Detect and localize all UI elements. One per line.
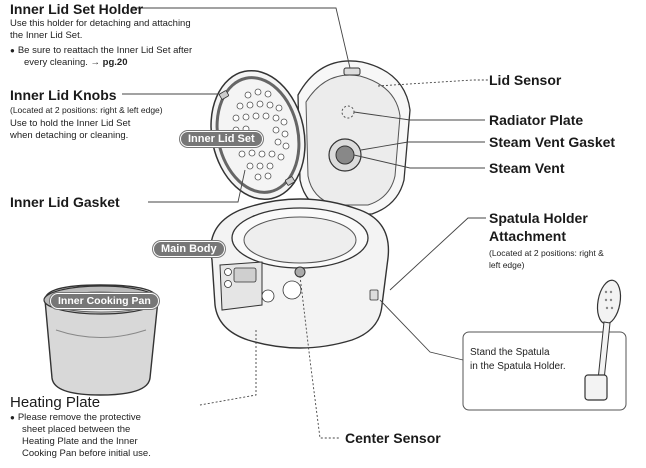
inner-lid-knobs-note: (Located at 2 positions: right & left ed… (10, 105, 163, 115)
heating-line-4: Cooking Pan before initial use. (22, 448, 151, 459)
heating-plate-desc: Please remove the protective sheet place… (10, 412, 151, 460)
spatula-holder-attachment-title-1: Spatula Holder (489, 210, 588, 226)
knobs-line-2: when detaching or cleaning. (10, 130, 129, 141)
heating-plate-title: Heating Plate (10, 394, 101, 411)
spatula (584, 279, 622, 401)
spatula-holder-attachment-note: (Located at 2 positions: right & left ed… (489, 247, 604, 271)
inner-lid-gasket-title: Inner Lid Gasket (10, 194, 120, 210)
display-screen (233, 267, 257, 283)
main-body-tag: Main Body (153, 241, 225, 257)
radiator-plate-label: Radiator Plate (489, 112, 584, 128)
heating-line-2: sheet placed between the (22, 424, 131, 435)
inner-lid-set-tag: Inner Lid Set (180, 131, 263, 147)
spatula-instruction-1: Stand the Spatula (470, 347, 550, 358)
inner-lid-knob-right (285, 176, 295, 186)
inner-lid-knobs-desc: Use to hold the Inner Lid Set when detac… (10, 118, 130, 142)
inner-lid-set-holder-title: Inner Lid Set Holder (10, 1, 144, 17)
steam-vent-label: Steam Vent (489, 160, 565, 176)
knobs-line-1: Use to hold the Inner Lid Set (10, 118, 131, 129)
lid-set-holder-knob (343, 67, 361, 76)
heating-bullet-1: Please remove the protective (10, 412, 151, 424)
spatula-note-2: left edge) (489, 260, 525, 270)
lid-sensor-label: Lid Sensor (489, 72, 562, 88)
holder-bullet-2: every cleaning. (24, 57, 88, 68)
spatula-note-1: (Located at 2 positions: right & (489, 248, 604, 258)
panel-button (282, 280, 302, 300)
panel-button (261, 289, 275, 303)
page-ref-link[interactable]: → pg.20 (90, 57, 128, 68)
callout-lines (122, 7, 488, 439)
inner-cooking-pan-tag: Inner Cooking Pan (50, 293, 159, 309)
spatula-holder-attachment-part (369, 289, 379, 301)
panel-button (224, 280, 232, 288)
steam-vent (335, 145, 355, 165)
panel-button (224, 268, 232, 276)
holder-line-1: Use this holder for detaching and attach… (10, 18, 191, 29)
inner-lid-set-holder-desc: Use this holder for detaching and attach… (10, 18, 192, 69)
holder-line-2: the Inner Lid Set. (10, 30, 83, 41)
heating-line-3: Heating Plate and the Inner (22, 436, 138, 447)
center-sensor (294, 266, 306, 278)
spatula-instruction-2: in the Spatula Holder. (470, 361, 566, 372)
steam-vent-gasket-label: Steam Vent Gasket (489, 134, 616, 150)
spatula-holder-attachment-title-2: Attachment (489, 228, 567, 244)
inner-lid-knob-left (219, 90, 229, 100)
holder-bullet-line-2: every cleaning. → pg.20 (10, 57, 192, 69)
holder-bullet-1: Be sure to reattach the Inner Lid Set af… (10, 45, 192, 57)
spatula-instruction: Stand the Spatula in the Spatula Holder. (470, 346, 566, 374)
center-sensor-label: Center Sensor (345, 430, 441, 446)
inner-lid-knobs-title: Inner Lid Knobs (10, 87, 117, 103)
